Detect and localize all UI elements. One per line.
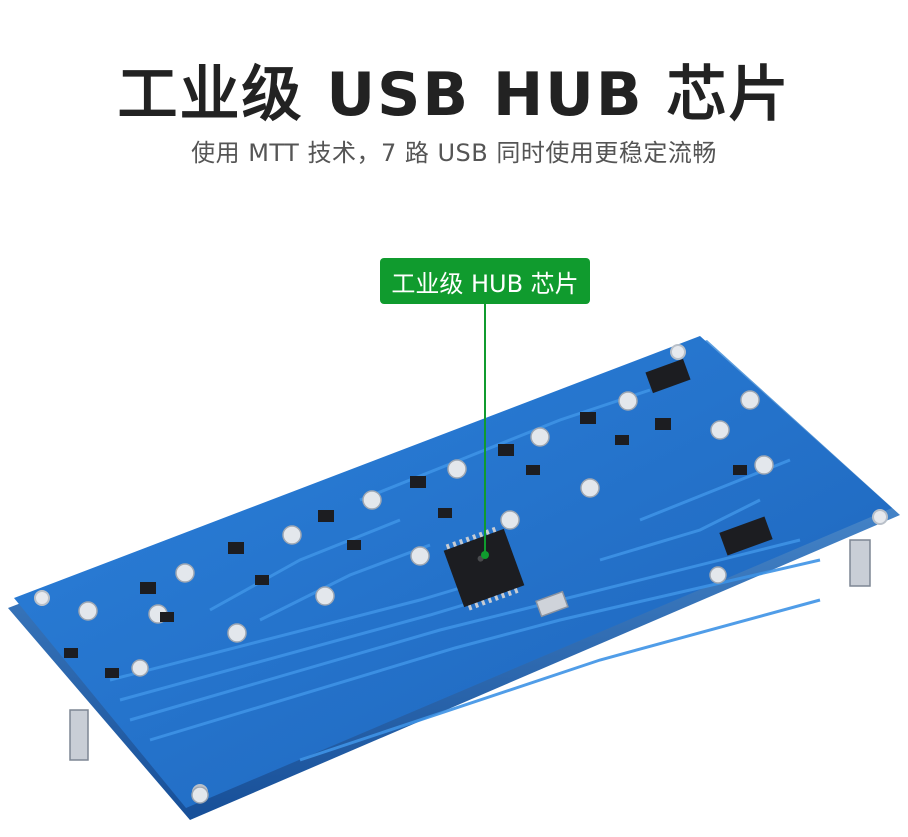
hub-chip — [443, 526, 525, 611]
board-traces — [109, 388, 821, 762]
through-hole-pads — [78, 390, 774, 804]
headline: 工业级 USB HUB 芯片 — [117, 60, 791, 130]
right-chip — [719, 516, 773, 556]
subtitle: 使用 MTT 技术，7 路 USB 同时使用更稳定流畅 — [191, 139, 717, 167]
callout-tag: 工业级 HUB 芯片 — [380, 258, 590, 304]
callout-dot — [481, 551, 489, 559]
eight-pin-chip — [645, 358, 691, 394]
usb-port-side — [69, 539, 871, 761]
smd-components — [64, 412, 747, 678]
crystal — [535, 590, 569, 618]
